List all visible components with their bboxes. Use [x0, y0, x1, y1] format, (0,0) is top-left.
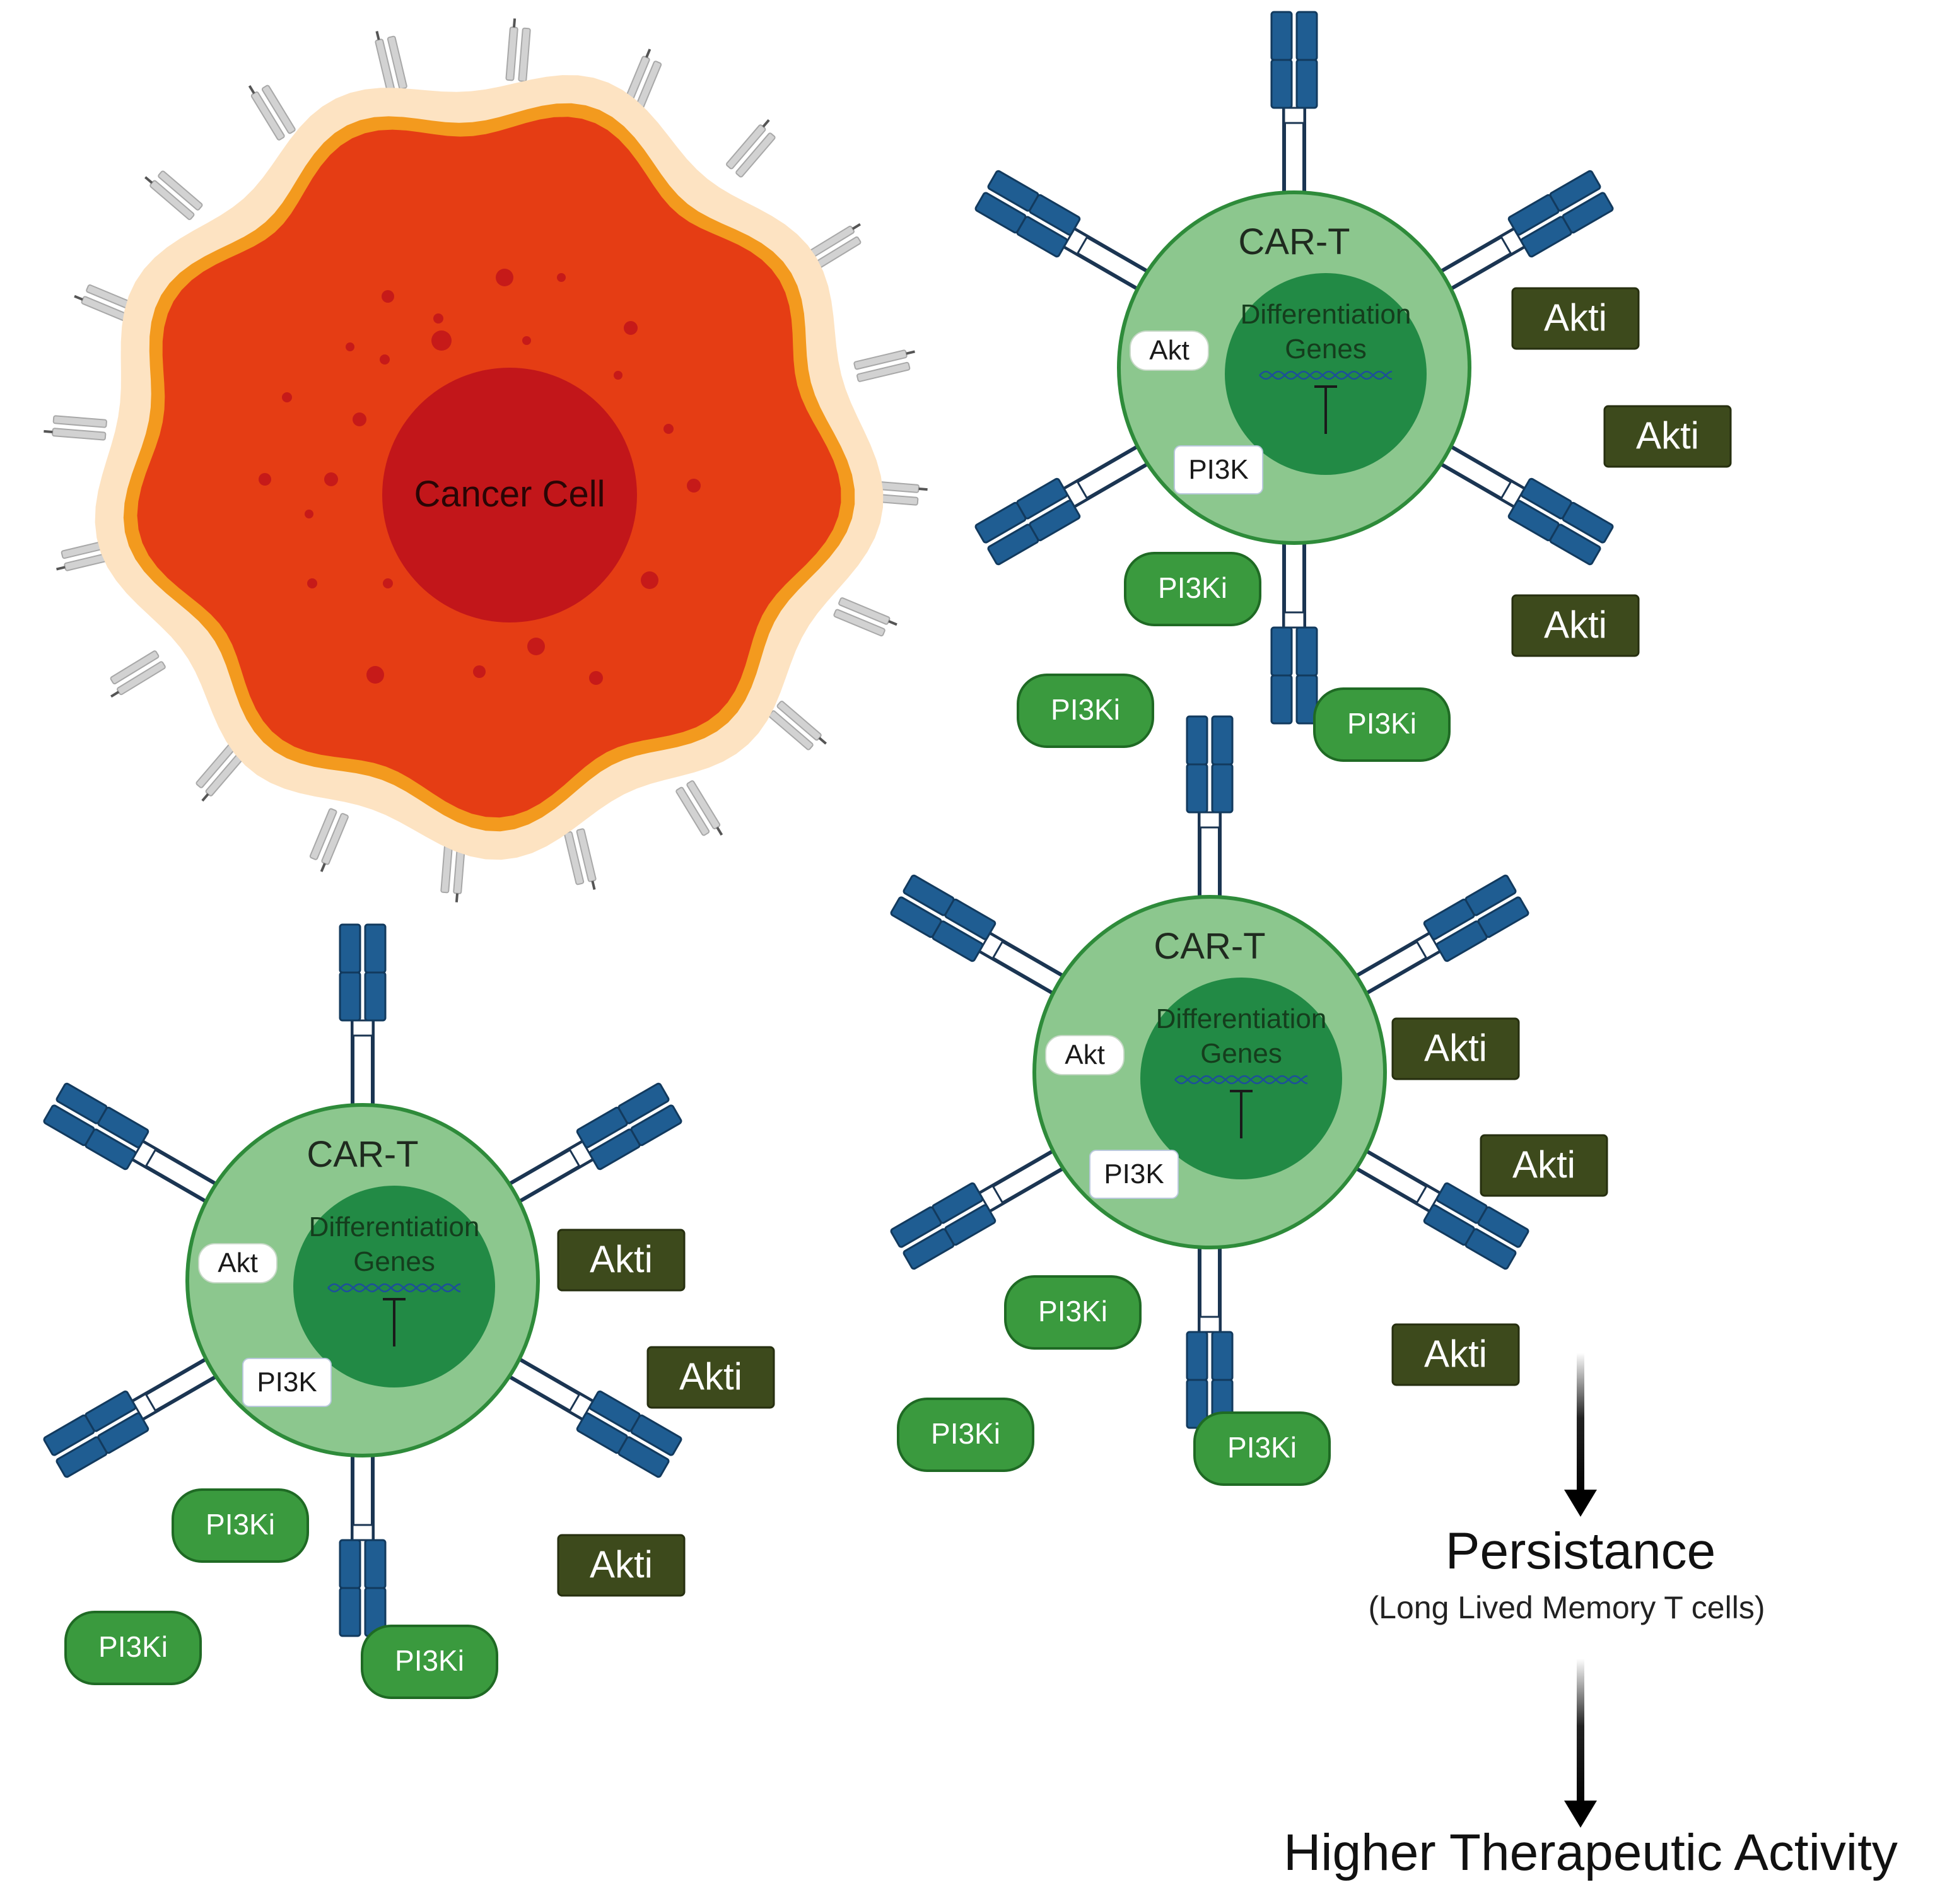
car-t-label: CAR-T — [1238, 221, 1350, 262]
akti-label: Akti — [1424, 1333, 1487, 1375]
akti-box: Akti — [1511, 287, 1640, 350]
akt-protein-badge: Akt — [1130, 330, 1209, 371]
dna-helix-icon — [1174, 1075, 1308, 1085]
pi3ki-label: PI3Ki — [206, 1508, 275, 1541]
pi3ki-pill: PI3Ki — [1004, 1275, 1142, 1350]
arrow-down-icon — [1577, 1353, 1584, 1498]
nucleus-label-line1: Differentiation — [1241, 299, 1411, 330]
pi3ki-pill: PI3Ki — [64, 1611, 202, 1685]
akti-label: Akti — [1544, 604, 1607, 646]
pi3k-protein-badge: PI3K — [1089, 1150, 1179, 1199]
akti-label: Akti — [679, 1355, 742, 1398]
dna-helix-icon — [327, 1283, 461, 1293]
pi3ki-label: PI3Ki — [1347, 707, 1417, 740]
pi3ki-pill: PI3Ki — [1313, 687, 1451, 762]
inhibition-tbar-icon — [383, 1298, 406, 1346]
pi3ki-pill: PI3Ki — [172, 1488, 309, 1563]
nucleus-label-line2: Genes — [1200, 1038, 1282, 1069]
pi3ki-label: PI3Ki — [1158, 571, 1227, 604]
t-cell-nucleus — [293, 1186, 495, 1387]
pi3ki-label: PI3Ki — [395, 1644, 464, 1677]
car-t-cell-bottom-left: CAR-T Differentiation Genes Akt PI3K — [44, 925, 682, 1636]
arrowhead-icon — [1564, 1801, 1597, 1828]
t-cell-nucleus — [1140, 978, 1342, 1179]
cancer-cell-nucleus — [382, 368, 637, 622]
inhibition-tbar-icon — [1230, 1090, 1253, 1138]
pi3k-label: PI3K — [1188, 454, 1248, 485]
akti-box: Akti — [557, 1229, 686, 1292]
pi3ki-label: PI3Ki — [1038, 1295, 1107, 1328]
nucleus-label-line2: Genes — [1285, 334, 1367, 365]
akti-box: Akti — [1511, 594, 1640, 657]
cancer-cell-label: Cancer Cell — [414, 474, 605, 515]
persistence-subtitle: (Long Lived Memory T cells) — [1369, 1590, 1765, 1625]
akti-box: Akti — [1391, 1017, 1520, 1080]
cancer-cell: Cancer Cell — [42, 16, 930, 904]
akti-label: Akti — [1512, 1143, 1575, 1186]
akt-inhibitors: Akti Akti Akti Akti Akti Akti Akti Akti … — [557, 287, 1732, 1597]
arrowhead-icon — [1564, 1490, 1597, 1517]
akt-protein-badge: Akt — [198, 1243, 278, 1283]
pi3ki-pill: PI3Ki — [897, 1398, 1034, 1472]
t-cell-nucleus — [1225, 273, 1427, 475]
pi3k-label: PI3K — [1104, 1159, 1164, 1189]
akt-protein-badge: Akt — [1045, 1035, 1125, 1075]
cancer-cell-vesicles — [259, 269, 701, 685]
pi3k-label: PI3K — [257, 1367, 317, 1398]
akt-label: Akt — [1149, 335, 1189, 366]
akti-label: Akti — [1424, 1027, 1487, 1069]
pi3ki-pill: PI3Ki — [1193, 1411, 1331, 1486]
akti-box: Akti — [646, 1346, 775, 1409]
dna-helix-icon — [1259, 370, 1393, 380]
nucleus-label-line1: Differentiation — [1156, 1003, 1327, 1034]
akti-box: Akti — [557, 1534, 686, 1597]
pi3ki-pill: PI3Ki — [1017, 674, 1154, 748]
car-t-cell-middle: CAR-T Differentiation Genes Akt PI3K — [891, 716, 1529, 1428]
akti-label: Akti — [1544, 296, 1607, 339]
nucleus-label-line1: Differentiation — [309, 1212, 480, 1242]
final-result: Higher Therapeutic Activity — [1283, 1824, 1898, 1881]
akti-label: Akti — [590, 1543, 653, 1586]
akt-label: Akt — [1065, 1039, 1105, 1070]
akti-box: Akti — [1480, 1134, 1608, 1197]
akti-label: Akti — [590, 1238, 653, 1280]
akti-box: Akti — [1391, 1323, 1520, 1386]
pi3ki-label: PI3Ki — [98, 1630, 168, 1663]
inhibition-tbar-icon — [1314, 385, 1337, 434]
car-t-label: CAR-T — [307, 1134, 418, 1175]
car-t-cell-top: CAR-T Differentiation Genes Akt PI3K — [975, 12, 1614, 723]
car-t-label: CAR-T — [1154, 926, 1265, 967]
pi3ki-label: PI3Ki — [931, 1417, 1000, 1450]
akti-box: Akti — [1603, 405, 1732, 468]
pi3ki-pill: PI3Ki — [361, 1625, 498, 1699]
pi3ki-label: PI3Ki — [1051, 693, 1120, 726]
pi3ki-label: PI3Ki — [1227, 1431, 1297, 1464]
persistence-title: Persistance — [1446, 1522, 1715, 1580]
arrow-down-icon — [1577, 1659, 1584, 1809]
akti-label: Akti — [1636, 414, 1699, 457]
pi3k-protein-badge: PI3K — [242, 1358, 332, 1407]
pi3k-protein-badge: PI3K — [1174, 445, 1263, 494]
pi3k-inhibitors: PI3Ki PI3Ki PI3Ki PI3Ki PI3Ki PI3Ki PI3K… — [64, 552, 1451, 1699]
pi3ki-pill: PI3Ki — [1124, 552, 1261, 626]
akt-label: Akt — [218, 1247, 258, 1278]
nucleus-label-line2: Genes — [353, 1246, 435, 1277]
outcome-flow: Persistance (Long Lived Memory T cells) … — [1283, 1353, 1898, 1881]
